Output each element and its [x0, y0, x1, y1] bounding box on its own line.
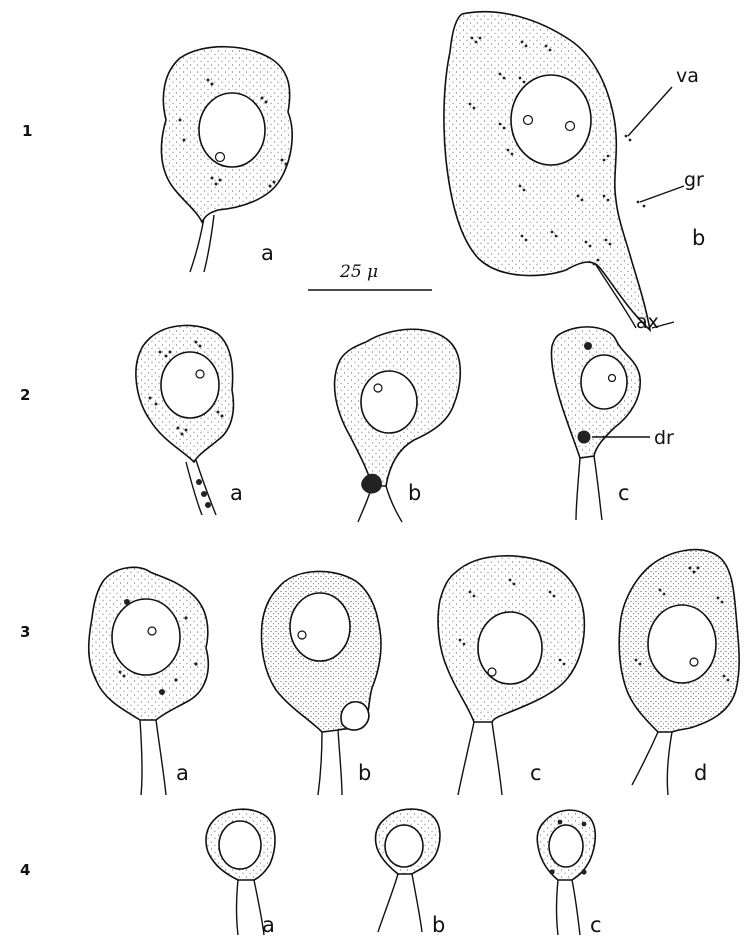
cell-3d [619, 550, 739, 795]
label-3c: c [530, 761, 542, 785]
label-2b: b [408, 481, 421, 505]
cell-2b [335, 329, 461, 522]
label-3d: d [694, 761, 707, 785]
row-label-3: 3 [20, 623, 30, 641]
label-dr: dr [654, 427, 674, 449]
label-gr: gr [684, 169, 704, 191]
cell-3c [438, 556, 584, 795]
cell-3a [89, 567, 209, 795]
row-label-1: 1 [22, 122, 32, 140]
label-4b: b [432, 913, 445, 937]
row-label-2: 2 [20, 386, 30, 404]
cell-4c [537, 810, 595, 935]
label-2c: c [618, 481, 630, 505]
label-3b: b [358, 761, 371, 785]
label-1a: a [261, 241, 274, 265]
cell-1b [444, 12, 684, 330]
label-1b: b [692, 226, 705, 250]
scale-bar-label: 25 μ [339, 262, 378, 282]
label-2a: a [230, 481, 243, 505]
cell-2c [551, 327, 650, 520]
label-va: va [676, 65, 699, 87]
cell-1a [161, 47, 292, 272]
label-4a: a [262, 913, 275, 937]
cell-2a [136, 325, 234, 515]
label-ax: ax [636, 311, 659, 333]
label-4c: c [590, 913, 602, 937]
row-label-4: 4 [20, 861, 30, 879]
cell-4b [375, 809, 439, 932]
label-3a: a [176, 761, 189, 785]
